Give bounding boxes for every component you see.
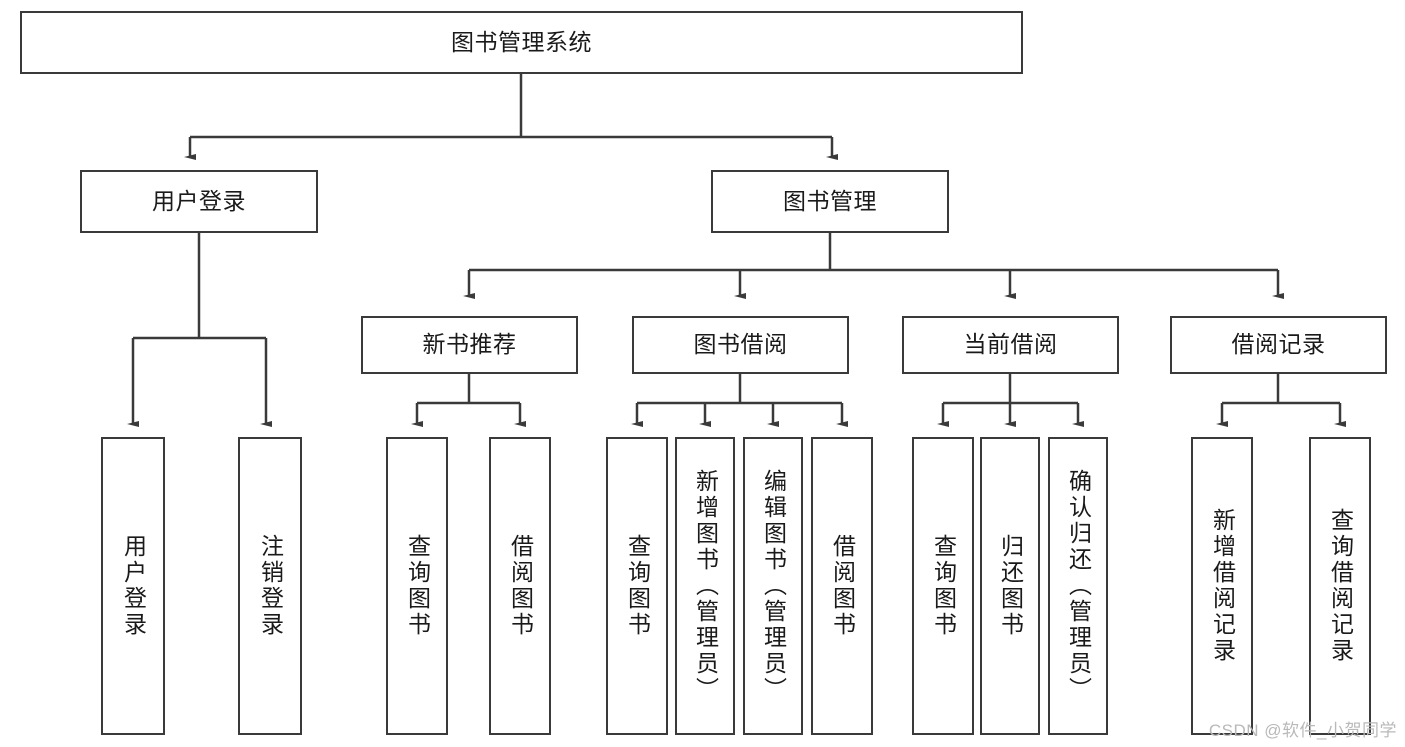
leaf-borrow-record-add-record[interactable]: 新增借阅记录 — [1191, 437, 1253, 735]
node-label: 新书推荐 — [422, 331, 517, 358]
node-label: 新增借阅记录 — [1209, 508, 1236, 664]
leaf-current-borrow-confirm-return-admin[interactable]: 确认归还（管理员） — [1048, 437, 1108, 735]
leaf-current-borrow-return-book[interactable]: 归还图书 — [980, 437, 1040, 735]
leaf-borrow-record-query-record[interactable]: 查询借阅记录 — [1309, 437, 1371, 735]
node-new-book-recommend[interactable]: 新书推荐 — [361, 316, 578, 374]
node-current-borrow[interactable]: 当前借阅 — [902, 316, 1119, 374]
node-label: 查询图书 — [624, 534, 651, 638]
node-user-login[interactable]: 用户登录 — [80, 170, 318, 233]
leaf-book-borrow-add-book-admin[interactable]: 新增图书（管理员） — [675, 437, 735, 735]
node-label: 图书借阅 — [693, 331, 788, 358]
leaf-user-login-logout[interactable]: 注销登录 — [238, 437, 302, 735]
node-label: 确认归还（管理员） — [1065, 469, 1092, 703]
leaf-book-borrow-borrow-book[interactable]: 借阅图书 — [811, 437, 873, 735]
node-label: 新增图书（管理员） — [692, 469, 719, 703]
node-label: 编辑图书（管理员） — [760, 469, 787, 703]
leaf-new-book-query-book[interactable]: 查询图书 — [386, 437, 448, 735]
node-label: 查询借阅记录 — [1327, 508, 1354, 664]
leaf-new-book-borrow-book[interactable]: 借阅图书 — [489, 437, 551, 735]
node-label: 归还图书 — [997, 534, 1024, 638]
leaf-user-login-login[interactable]: 用户登录 — [101, 437, 165, 735]
node-book-borrow[interactable]: 图书借阅 — [632, 316, 849, 374]
node-label: 借阅记录 — [1231, 331, 1326, 358]
node-label: 用户登录 — [120, 534, 147, 638]
node-label: 图书管理 — [783, 187, 877, 214]
leaf-book-borrow-query-book[interactable]: 查询图书 — [606, 437, 668, 735]
node-label: 当前借阅 — [963, 331, 1058, 358]
node-book-management[interactable]: 图书管理 — [711, 170, 949, 233]
node-label: 借阅图书 — [507, 534, 534, 638]
leaf-current-borrow-query-book[interactable]: 查询图书 — [912, 437, 974, 735]
node-label: 图书管理系统 — [451, 28, 592, 55]
node-label: 借阅图书 — [829, 534, 856, 638]
node-label: 用户登录 — [152, 187, 246, 214]
node-label: 查询图书 — [930, 534, 957, 638]
node-borrow-record[interactable]: 借阅记录 — [1170, 316, 1387, 374]
node-root-book-management-system[interactable]: 图书管理系统 — [20, 11, 1023, 74]
node-label: 查询图书 — [404, 534, 431, 638]
csdn-watermark: CSDN @软件_小贺同学 — [1208, 721, 1397, 740]
node-label: 注销登录 — [257, 534, 284, 638]
leaf-book-borrow-edit-book-admin[interactable]: 编辑图书（管理员） — [743, 437, 803, 735]
